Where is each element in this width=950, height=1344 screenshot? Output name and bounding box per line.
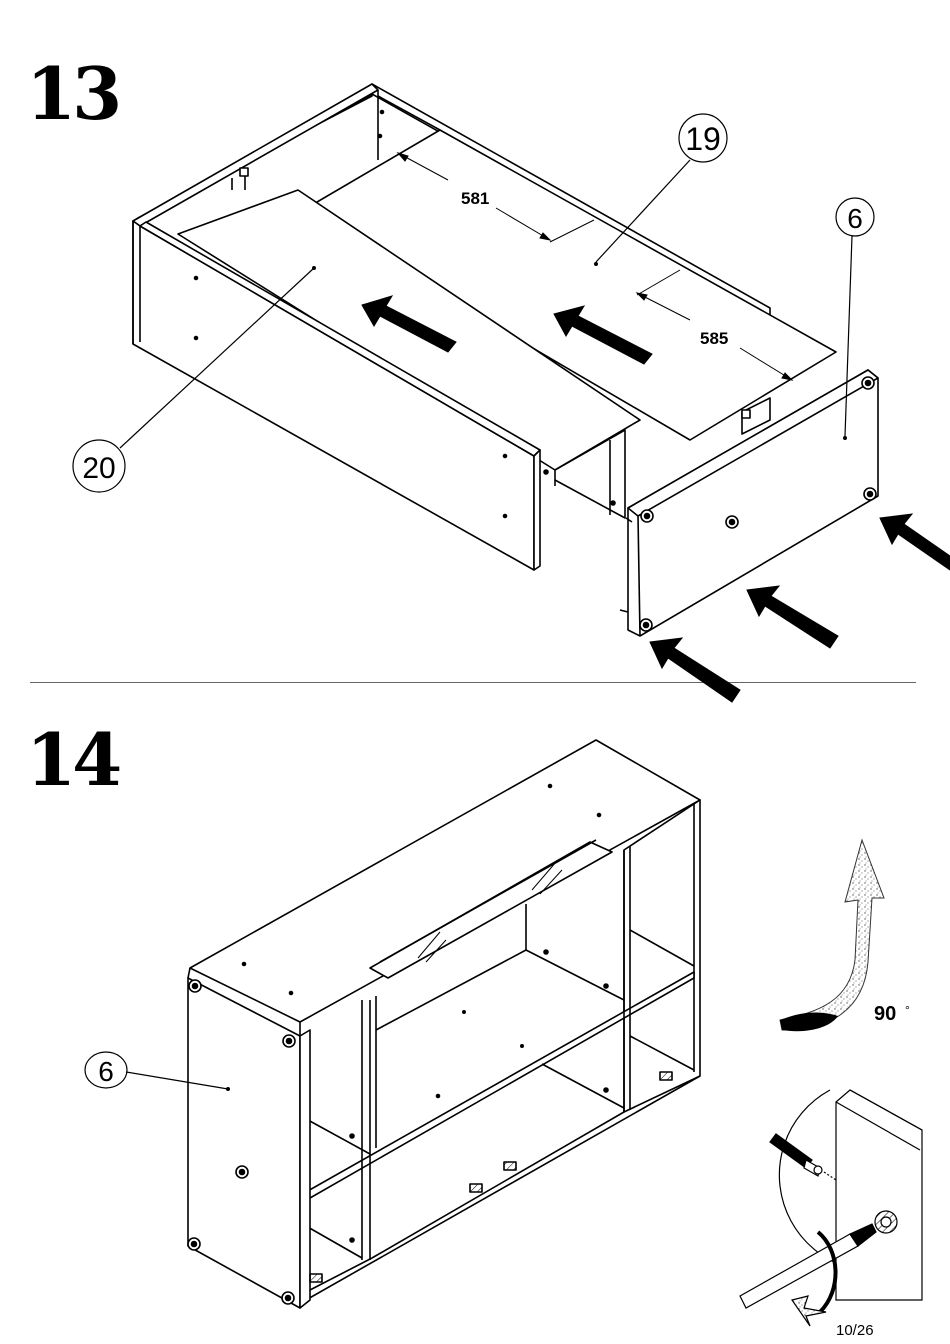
arrow-panel-mid (747, 586, 838, 648)
part-6-panel-step14 (188, 978, 300, 1308)
page-number: 10/26 (836, 1322, 874, 1339)
dimension-585: 585 (700, 329, 728, 348)
rotation-degree-sign: ° (905, 1003, 910, 1017)
dimension-581: 581 (461, 189, 489, 208)
arrow-panel-top (880, 514, 950, 570)
label-6-step14: 6 (98, 1056, 114, 1087)
label-20: 20 (82, 452, 115, 485)
step-14-illustration (188, 740, 700, 1308)
cam-lock-icon (875, 1211, 897, 1233)
detail-panel (836, 1090, 922, 1300)
rotate-arrow (780, 840, 884, 1031)
detail-inset (740, 1090, 922, 1326)
label-6-top: 6 (847, 203, 863, 234)
arrow-panel-low (650, 638, 740, 702)
label-19: 19 (685, 121, 721, 157)
cabinet-right-side (624, 800, 700, 1112)
step-13-illustration (133, 84, 878, 636)
rotation-angle: 90 (874, 1003, 896, 1025)
